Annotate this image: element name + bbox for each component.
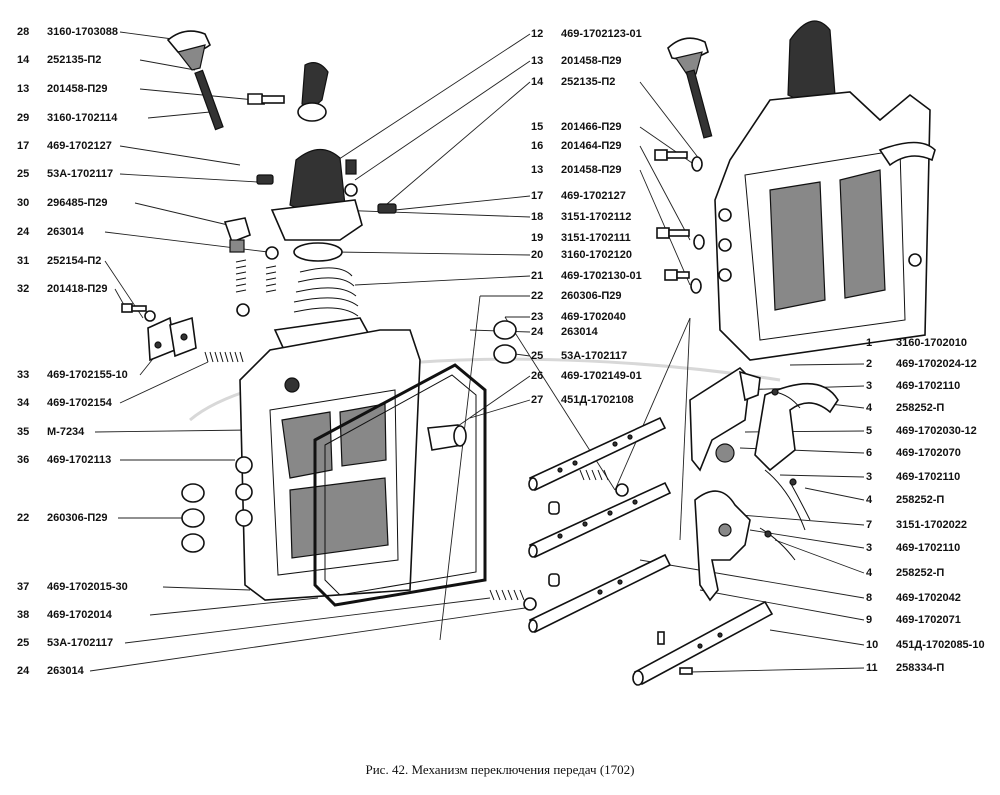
pins-11: [657, 631, 693, 675]
reverse-rail-10: [632, 600, 774, 686]
assembled-shift-mechanism: [714, 20, 936, 361]
plugs-22-left: [181, 483, 205, 553]
gear-lever-knob: [166, 30, 224, 131]
breather-35: [427, 424, 467, 451]
lock-plate-33: [147, 316, 197, 362]
shift-cover-housing: [235, 329, 421, 601]
spring-34: [204, 351, 244, 363]
plugs-22-center: [493, 320, 517, 364]
bolt-13-left: [247, 93, 285, 105]
shift-fork-7: [694, 490, 751, 602]
leader-lines-center: [329, 33, 691, 641]
plug-30: [223, 217, 251, 253]
shift-fork-5: [754, 382, 839, 531]
bolt-32: [121, 303, 156, 322]
shift-rail-upper: [528, 416, 667, 492]
bolts-right-group: [654, 149, 705, 294]
leader-lines-left: [89, 31, 526, 672]
lever-handle-29: [297, 62, 329, 122]
shift-rail-middle: [528, 481, 672, 559]
shift-fork-2: [689, 366, 761, 472]
spring-ball-bottom: [489, 589, 537, 611]
figure-caption: Рис. 42. Механизм переключения передач (…: [365, 762, 635, 777]
small-screws: [256, 159, 397, 214]
lock-wires: [759, 388, 811, 561]
shift-tower-boot: [270, 148, 363, 262]
spring-ball-rail: [579, 469, 629, 497]
shift-rail-lower: [528, 553, 672, 634]
pin-small-1: [548, 501, 560, 515]
detent-balls-springs-left: [235, 246, 279, 317]
gear-lever-knob-right: [667, 37, 713, 139]
gasket-38: [313, 363, 487, 607]
pin-small-2: [548, 573, 560, 587]
